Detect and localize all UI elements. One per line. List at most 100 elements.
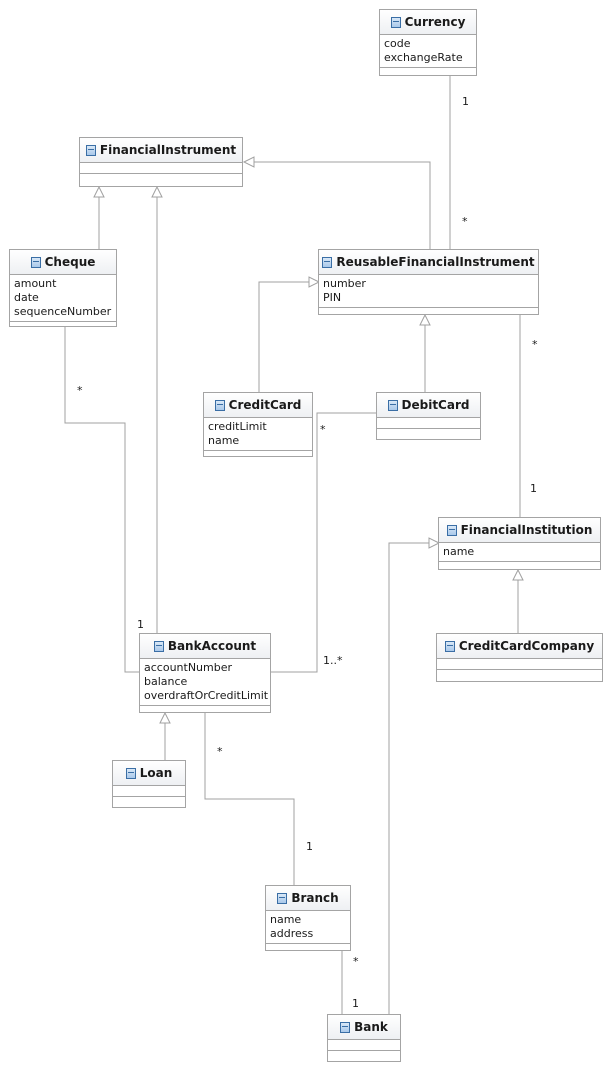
operation-compartment: [266, 944, 350, 951]
operation-compartment: [437, 670, 602, 677]
class-name: Branch: [291, 891, 339, 905]
class-name: FinancialInstrument: [99, 143, 237, 157]
class-bankaccount[interactable]: BankAccount accountNumber balance overdr…: [139, 633, 271, 713]
attribute: amount: [14, 277, 57, 290]
attribute-compartment: accountNumber balance overdraftOrCreditL…: [140, 659, 270, 706]
class-name: FinancialInstitution: [460, 523, 593, 537]
class-icon: [30, 256, 41, 268]
class-name: Loan: [139, 766, 173, 780]
generalization-arrowhead: [308, 276, 321, 288]
operation-compartment: [328, 1051, 400, 1058]
operation-compartment: [113, 797, 185, 804]
attribute-compartment: amount date sequenceNumber: [10, 275, 116, 322]
class-currency[interactable]: Currency code exchangeRate: [379, 9, 477, 76]
attribute: sequenceNumber: [14, 305, 112, 318]
attribute-compartment: name address: [266, 911, 350, 944]
class-icon: [446, 524, 457, 536]
generalization-arrowhead: [512, 568, 524, 581]
operation-compartment: [10, 322, 116, 329]
attribute-compartment: [328, 1040, 400, 1051]
operation-compartment: [319, 308, 538, 315]
class-icon: [340, 1021, 351, 1033]
multiplicity-cheque: *: [77, 384, 83, 397]
class-icon: [214, 399, 225, 411]
multiplicity-financialinstitution: 1: [530, 482, 537, 495]
multiplicity-bankaccount-cheque: 1: [137, 618, 144, 631]
attribute: code: [384, 37, 411, 50]
association-debitcard-bankaccount: [271, 412, 377, 673]
attribute-compartment: [377, 418, 480, 429]
class-debitcard[interactable]: DebitCard: [376, 392, 481, 440]
class-icon: [277, 892, 288, 904]
class-branch[interactable]: Branch name address: [265, 885, 351, 951]
operation-compartment: [80, 174, 242, 181]
attribute: accountNumber: [144, 661, 233, 674]
attribute: address: [270, 927, 314, 940]
attribute: name: [443, 545, 475, 558]
attribute-compartment: code exchangeRate: [380, 35, 476, 68]
class-icon: [387, 399, 398, 411]
multiplicity-branch-bankaccount: 1: [306, 840, 313, 853]
class-name: DebitCard: [401, 398, 470, 412]
attribute: number: [323, 277, 366, 290]
attribute-compartment: creditLimit name: [204, 418, 312, 451]
class-icon: [322, 256, 333, 268]
operation-compartment: [204, 451, 312, 458]
attribute: name: [208, 434, 240, 447]
operation-compartment: [439, 562, 600, 569]
class-name: Bank: [354, 1020, 388, 1034]
operation-compartment: [380, 68, 476, 75]
association-bankaccount-branch: [204, 713, 295, 885]
class-cheque[interactable]: Cheque amount date sequenceNumber: [9, 249, 117, 327]
class-bank[interactable]: Bank: [327, 1014, 401, 1062]
multiplicity-reusable-institution: *: [532, 338, 538, 351]
attribute: date: [14, 291, 39, 304]
attribute: PIN: [323, 291, 342, 304]
association-cheque-bankaccount: [64, 327, 140, 673]
generalization-bank-financialinstitution: [388, 542, 433, 1014]
class-icon: [125, 767, 136, 779]
generalization-reusable-financialinstrument: [250, 161, 431, 249]
attribute-compartment: [113, 786, 185, 797]
attribute: balance: [144, 675, 188, 688]
operation-compartment: [140, 706, 270, 713]
attribute-compartment: [80, 163, 242, 174]
class-icon: [390, 16, 401, 28]
multiplicity-debitcard: *: [320, 423, 326, 436]
multiplicity-branch-bank: *: [353, 955, 359, 968]
multiplicity-bankaccount-debitcard: 1..*: [323, 654, 343, 667]
attribute: overdraftOrCreditLimit: [144, 689, 269, 702]
multiplicity-bankaccount-branch: *: [217, 745, 223, 758]
operation-compartment: [377, 429, 480, 436]
generalization-arrowhead: [93, 185, 105, 198]
attribute: creditLimit: [208, 420, 267, 433]
attribute: name: [270, 913, 302, 926]
class-loan[interactable]: Loan: [112, 760, 186, 808]
class-name: ReusableFinancialInstrument: [336, 255, 535, 269]
multiplicity-currency: 1: [462, 95, 469, 108]
class-icon: [444, 640, 455, 652]
generalization-arrowhead: [151, 185, 163, 198]
class-creditcardcompany[interactable]: CreditCardCompany: [436, 633, 603, 682]
class-name: CreditCardCompany: [458, 639, 595, 653]
class-financialinstitution[interactable]: FinancialInstitution name: [438, 517, 601, 570]
class-reusablefinancialinstrument[interactable]: ReusableFinancialInstrument number PIN: [318, 249, 539, 315]
multiplicity-reusable-currency: *: [462, 215, 468, 228]
generalization-arrowhead: [242, 156, 255, 168]
class-name: BankAccount: [167, 639, 257, 653]
class-icon: [85, 144, 96, 156]
class-creditcard[interactable]: CreditCard creditLimit name: [203, 392, 313, 457]
generalization-arrowhead: [428, 537, 441, 549]
attribute: exchangeRate: [384, 51, 463, 64]
multiplicity-bank: 1: [352, 997, 359, 1010]
attribute-compartment: [437, 659, 602, 670]
class-financialinstrument[interactable]: FinancialInstrument: [79, 137, 243, 187]
generalization-creditcard-reusable: [258, 281, 313, 392]
class-icon: [153, 640, 164, 652]
class-name: CreditCard: [228, 398, 302, 412]
attribute-compartment: number PIN: [319, 275, 538, 308]
class-name: Cheque: [44, 255, 96, 269]
generalization-arrowhead: [419, 313, 431, 326]
